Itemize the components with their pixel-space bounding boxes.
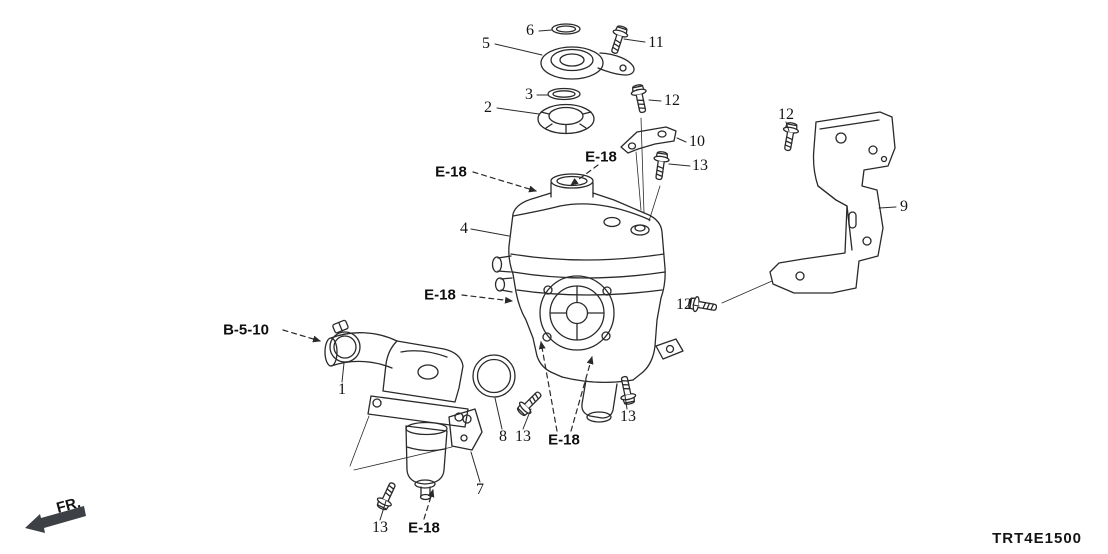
expansion-tank-4 xyxy=(491,173,684,423)
stay-bracket-10 xyxy=(620,126,677,154)
cap-seal-6 xyxy=(551,23,581,35)
bolt-13-flange xyxy=(514,387,546,419)
fr-label: FR. xyxy=(55,494,83,517)
valve-stay-7 xyxy=(448,408,483,451)
reference-arrows xyxy=(282,164,599,520)
water-valve-assembly xyxy=(324,319,483,501)
filler-cap-5 xyxy=(540,46,635,80)
leader-lines xyxy=(341,29,897,521)
bolt-12-bracket xyxy=(779,121,801,153)
bolt-12-cap xyxy=(629,82,651,115)
fr-direction-indicator: FR. xyxy=(25,494,86,533)
bolt-13-valve xyxy=(373,479,401,513)
bolts xyxy=(373,23,801,513)
assembly-lines xyxy=(349,117,773,471)
bolt-12-arm xyxy=(687,294,719,316)
o-ring-8 xyxy=(472,354,516,398)
tank-bracket-9 xyxy=(769,111,896,294)
bolt-13-top xyxy=(650,150,671,182)
cap-seal-3 xyxy=(547,87,581,101)
diagram-code: TRT4E1500 xyxy=(992,530,1082,547)
fr-arrow-icon xyxy=(25,506,86,533)
tank-cap-2 xyxy=(537,103,595,135)
